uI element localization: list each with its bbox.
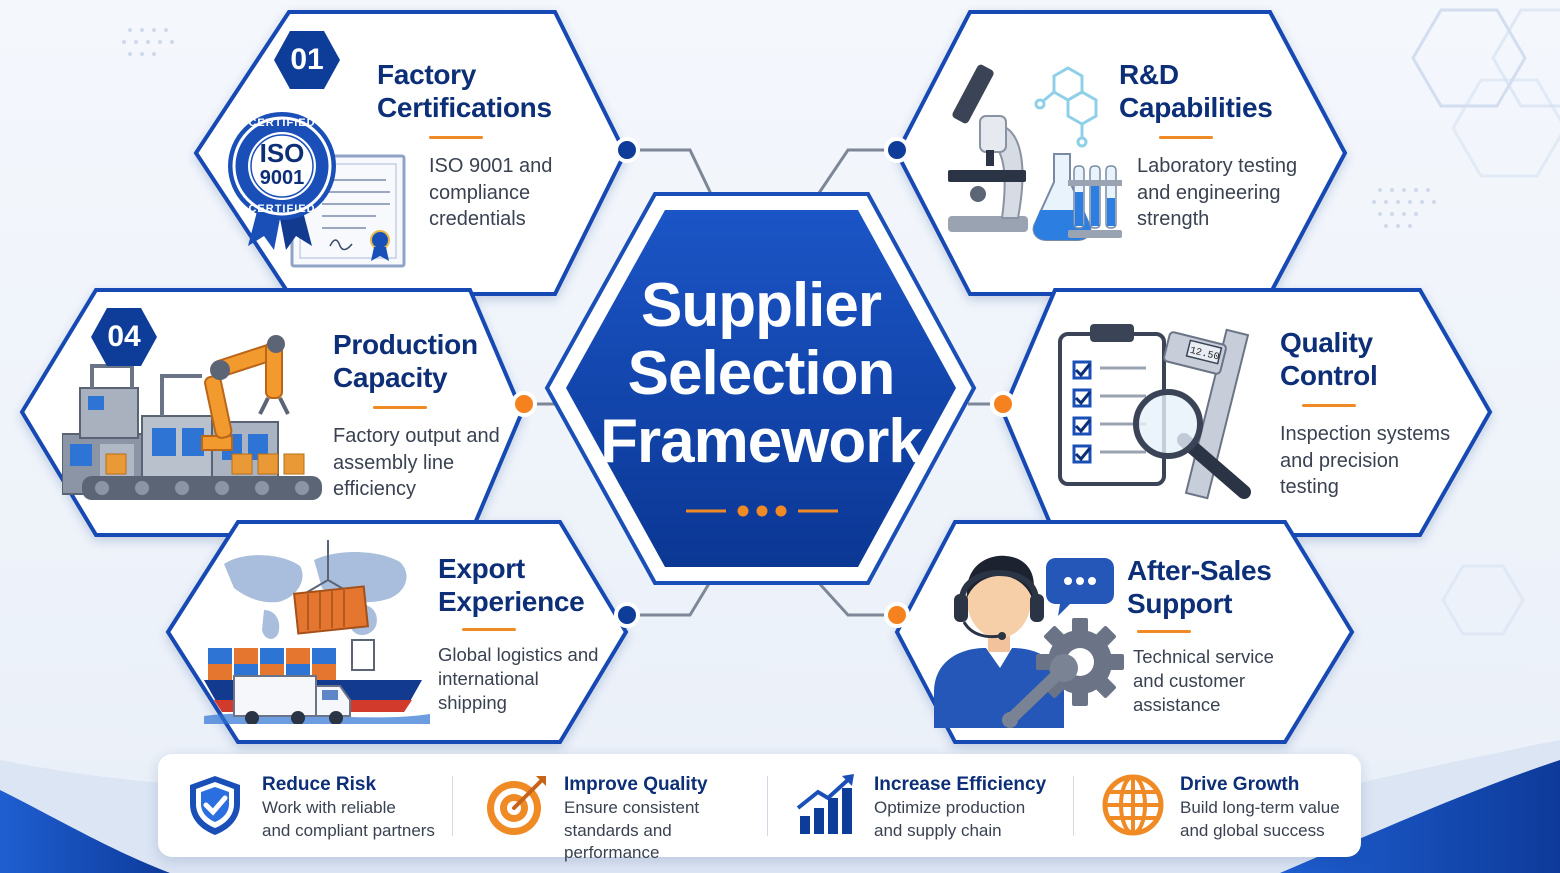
card-factory-certifications: Factory Certifications ISO 9001 and comp… — [377, 58, 597, 233]
card-title: After-Sales Support — [1127, 555, 1272, 619]
title-underline — [429, 136, 483, 139]
benefit-divider — [1073, 776, 1074, 836]
title-underline — [462, 628, 516, 631]
connector-dots — [511, 137, 1016, 628]
benefits-bar: Reduce Risk Work with reliable and compl… — [158, 754, 1361, 862]
card-title: R&D Capabilities — [1119, 59, 1273, 123]
benefit-description: Build long-term value and global success — [1180, 798, 1340, 840]
connector-lines — [524, 148, 1003, 617]
card-after-sales-support: After-Sales Support Technical service an… — [1127, 554, 1307, 717]
benefit-increase-efficiency: Increase Efficiency Optimize production … — [770, 754, 1075, 857]
title-underline — [1159, 136, 1213, 139]
seal-ring-bottom: CERTIFIED — [248, 203, 315, 215]
benefit-title: Improve Quality — [564, 774, 708, 795]
card-description: Factory output and assembly line efficie… — [333, 425, 500, 500]
card-description: Inspection systems and precision testing — [1280, 423, 1451, 498]
inspection-clipboard-icon: 12.50 — [1058, 324, 1251, 500]
card-production-capacity: Production Capacity Factory output and a… — [333, 328, 513, 503]
title-underline — [1137, 630, 1191, 633]
seal-9001-text: 9001 — [260, 167, 305, 189]
seal-iso-text: ISO — [260, 138, 305, 168]
growth-chart-icon — [796, 774, 854, 834]
benefit-divider — [767, 776, 768, 836]
card-description: ISO 9001 and compliance credentials — [429, 155, 553, 230]
benefit-reduce-risk: Reduce Risk Work with reliable and compl… — [158, 754, 458, 857]
card-title: Production Capacity — [333, 329, 478, 393]
benefit-improve-quality: Improve Quality Ensure consistent standa… — [460, 754, 770, 862]
production-line-icon — [62, 335, 322, 500]
benefit-title: Increase Efficiency — [874, 774, 1047, 795]
card-title: Quality Control — [1280, 327, 1378, 391]
card-quality-control: Quality Control Inspection systems and p… — [1280, 326, 1470, 501]
export-shipping-icon — [204, 540, 430, 724]
benefit-title: Drive Growth — [1180, 774, 1300, 795]
decor-dots — [122, 28, 1436, 228]
benefit-title: Reduce Risk — [262, 774, 377, 795]
globe-icon — [1102, 774, 1164, 836]
wave-left — [0, 790, 170, 873]
center-title: Supplier Selection Framework — [600, 271, 923, 476]
center-hexagon — [544, 192, 977, 585]
card-rnd-capabilities: R&D Capabilities Laboratory testing and … — [1119, 58, 1329, 233]
card-export-experience: Export Experience Global logistics and i… — [438, 552, 618, 715]
support-agent-icon — [934, 555, 1124, 728]
title-underline — [1302, 404, 1356, 407]
benefit-description: Ensure consistent standards and performa… — [564, 798, 700, 862]
benefit-drive-growth: Drive Growth Build long-term value and g… — [1076, 754, 1361, 857]
microscope-lab-icon — [948, 64, 1122, 241]
target-icon — [487, 776, 546, 835]
seal-ring-top: CERTIFIED — [248, 117, 315, 129]
badge-01: 01 — [274, 31, 340, 89]
card-title: Export Experience — [438, 553, 585, 617]
shield-check-icon — [190, 776, 240, 835]
benefit-description: Work with reliable and compliant partner… — [262, 798, 435, 840]
card-description: Technical service and customer assistanc… — [1133, 646, 1274, 715]
certificate-seal-icon: ISO 9001 CERTIFIED CERTIFIED — [228, 112, 406, 268]
card-description: Global logistics and international shipp… — [438, 644, 599, 713]
badge-04: 04 — [91, 308, 157, 366]
benefit-divider — [452, 776, 453, 836]
decor-hexes — [1411, 8, 1560, 636]
card-title: Factory Certifications — [377, 59, 552, 123]
title-underline — [373, 406, 427, 409]
card-description: Laboratory testing and engineering stren… — [1137, 155, 1298, 230]
benefit-description: Optimize production and supply chain — [874, 798, 1026, 840]
